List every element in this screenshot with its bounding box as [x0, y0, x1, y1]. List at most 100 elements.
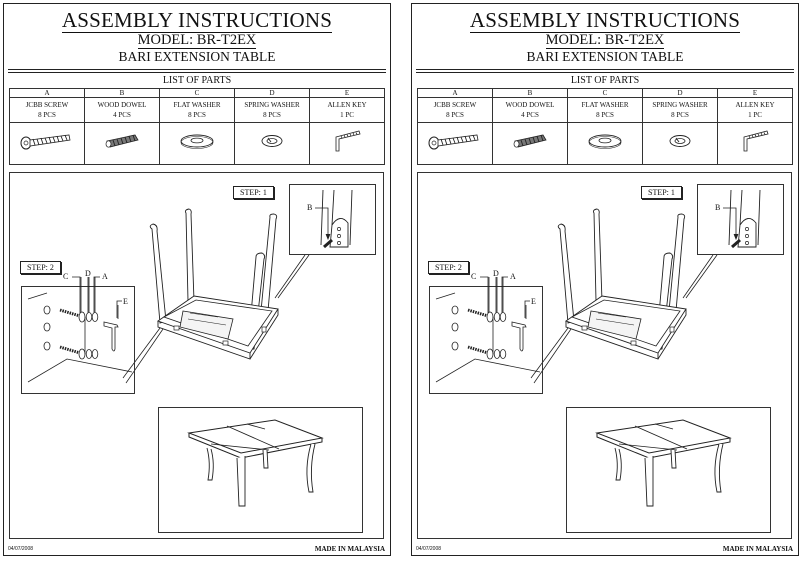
steps-panel: STEP: 1 B — [417, 172, 792, 539]
part-name: SPRING WASHER — [652, 101, 708, 109]
part-image-cell — [642, 122, 718, 165]
step-1-detail-box: B — [289, 184, 376, 255]
part-letter: D — [234, 88, 310, 98]
part-name-cell: SPRING WASHER 8 PCS — [234, 97, 310, 123]
part-letter: A — [9, 88, 85, 98]
divider — [416, 69, 794, 70]
part-image-cell — [567, 122, 643, 165]
part-letter: C — [159, 88, 235, 98]
step-2-label: STEP: 2 — [428, 261, 469, 274]
assembled-table-box — [566, 407, 771, 533]
part-letter: B — [492, 88, 568, 98]
dowel-insertion-detail — [315, 189, 353, 249]
part-name: WOOD DOWEL — [97, 101, 147, 109]
flat-washer-icon — [588, 134, 622, 149]
part-image-cell — [417, 122, 493, 165]
part-letter: C — [567, 88, 643, 98]
assembled-table-box — [158, 407, 363, 533]
step-2-callout-lines — [480, 276, 530, 318]
screw-icon — [428, 134, 479, 150]
assembled-table-drawing — [187, 419, 324, 507]
screw-icon — [20, 134, 71, 150]
step-2-callout-lines — [72, 276, 122, 318]
dowel-icon — [513, 134, 547, 148]
callout-a: A — [102, 272, 108, 281]
part-name: WOOD DOWEL — [505, 101, 555, 109]
part-name-cell: JCBB SCREW 8 PCS — [417, 97, 493, 123]
steps-panel: STEP: 1 B — [9, 172, 384, 539]
callout-b: B — [307, 203, 313, 212]
part-qty: 8 PCS — [596, 111, 614, 119]
part-letter: E — [717, 88, 793, 98]
instruction-page-right: ASSEMBLY INSTRUCTIONS MODEL: BR-T2EX BAR… — [411, 3, 799, 556]
allen-key-icon — [743, 130, 769, 152]
upside-down-table-drawing — [557, 208, 687, 360]
model-number: MODEL: BR-T2EX — [412, 32, 798, 49]
parts-list-header: LIST OF PARTS — [162, 75, 232, 86]
part-qty: 1 PC — [340, 111, 354, 119]
origin-label: MADE IN MALAYSIA — [314, 545, 385, 553]
step-2-label: STEP: 2 — [20, 261, 61, 274]
part-image-cell — [159, 122, 235, 165]
callout-b: B — [715, 203, 721, 212]
product-name: BARI EXTENSION TABLE — [526, 49, 684, 64]
screw-fastening-detail — [435, 277, 541, 383]
callout-c: C — [471, 272, 477, 281]
part-name: FLAT WASHER — [581, 101, 629, 109]
parts-table: A B C D E JCBB SCREW 8 PCS WOOD DOWEL 4 PC… — [417, 88, 793, 165]
callout-c: C — [63, 272, 69, 281]
part-letter: D — [642, 88, 718, 98]
part-letter: A — [417, 88, 493, 98]
screw-fastening-detail — [27, 277, 133, 383]
part-name: SPRING WASHER — [244, 101, 300, 109]
spring-washer-icon — [669, 135, 691, 147]
model-text: MODEL: BR-T2EX — [545, 32, 665, 49]
assembled-table-drawing — [595, 419, 732, 507]
callout-a: A — [510, 272, 516, 281]
part-qty: 8 PCS — [446, 111, 464, 119]
part-image-cell — [234, 122, 310, 165]
divider — [8, 69, 386, 70]
part-name-cell: ALLEN KEY 1 PC — [309, 97, 385, 123]
part-name-cell: FLAT WASHER 8 PCS — [567, 97, 643, 123]
spring-washer-icon — [261, 135, 283, 147]
part-letter: B — [84, 88, 160, 98]
upside-down-table-drawing — [149, 208, 279, 360]
part-name: ALLEN KEY — [735, 101, 775, 109]
part-qty: 8 PCS — [263, 111, 281, 119]
step-1-label: STEP: 1 — [641, 186, 682, 199]
part-image-cell — [717, 122, 793, 165]
step-2-detail-box — [21, 277, 135, 394]
page-title: ASSEMBLY INSTRUCTIONS — [412, 8, 798, 33]
divider — [8, 72, 386, 73]
part-name: JCBB SCREW — [25, 101, 69, 109]
divider — [416, 72, 794, 73]
part-name-cell: WOOD DOWEL 4 PCS — [492, 97, 568, 123]
part-name-cell: ALLEN KEY 1 PC — [717, 97, 793, 123]
origin-label: MADE IN MALAYSIA — [722, 545, 793, 553]
callout-d: D — [493, 269, 499, 278]
part-image-cell — [492, 122, 568, 165]
model-number: MODEL: BR-T2EX — [4, 32, 390, 49]
callout-pointers — [530, 254, 718, 384]
callout-e: E — [531, 297, 536, 306]
step-1-label: STEP: 1 — [233, 186, 274, 199]
title-text: ASSEMBLY INSTRUCTIONS — [61, 8, 333, 33]
flat-washer-icon — [180, 134, 214, 149]
parts-list-header: LIST OF PARTS — [570, 75, 640, 86]
part-name: FLAT WASHER — [173, 101, 221, 109]
dowel-icon — [105, 134, 139, 148]
part-image-cell — [9, 122, 85, 165]
part-letter: E — [309, 88, 385, 98]
part-qty: 1 PC — [748, 111, 762, 119]
part-name: ALLEN KEY — [327, 101, 367, 109]
part-qty: 4 PCS — [521, 111, 539, 119]
instruction-page-left: ASSEMBLY INSTRUCTIONS MODEL: BR-T2EX BAR… — [3, 3, 391, 556]
part-name: JCBB SCREW — [433, 101, 477, 109]
part-image-cell — [309, 122, 385, 165]
dowel-insertion-detail — [723, 189, 761, 249]
